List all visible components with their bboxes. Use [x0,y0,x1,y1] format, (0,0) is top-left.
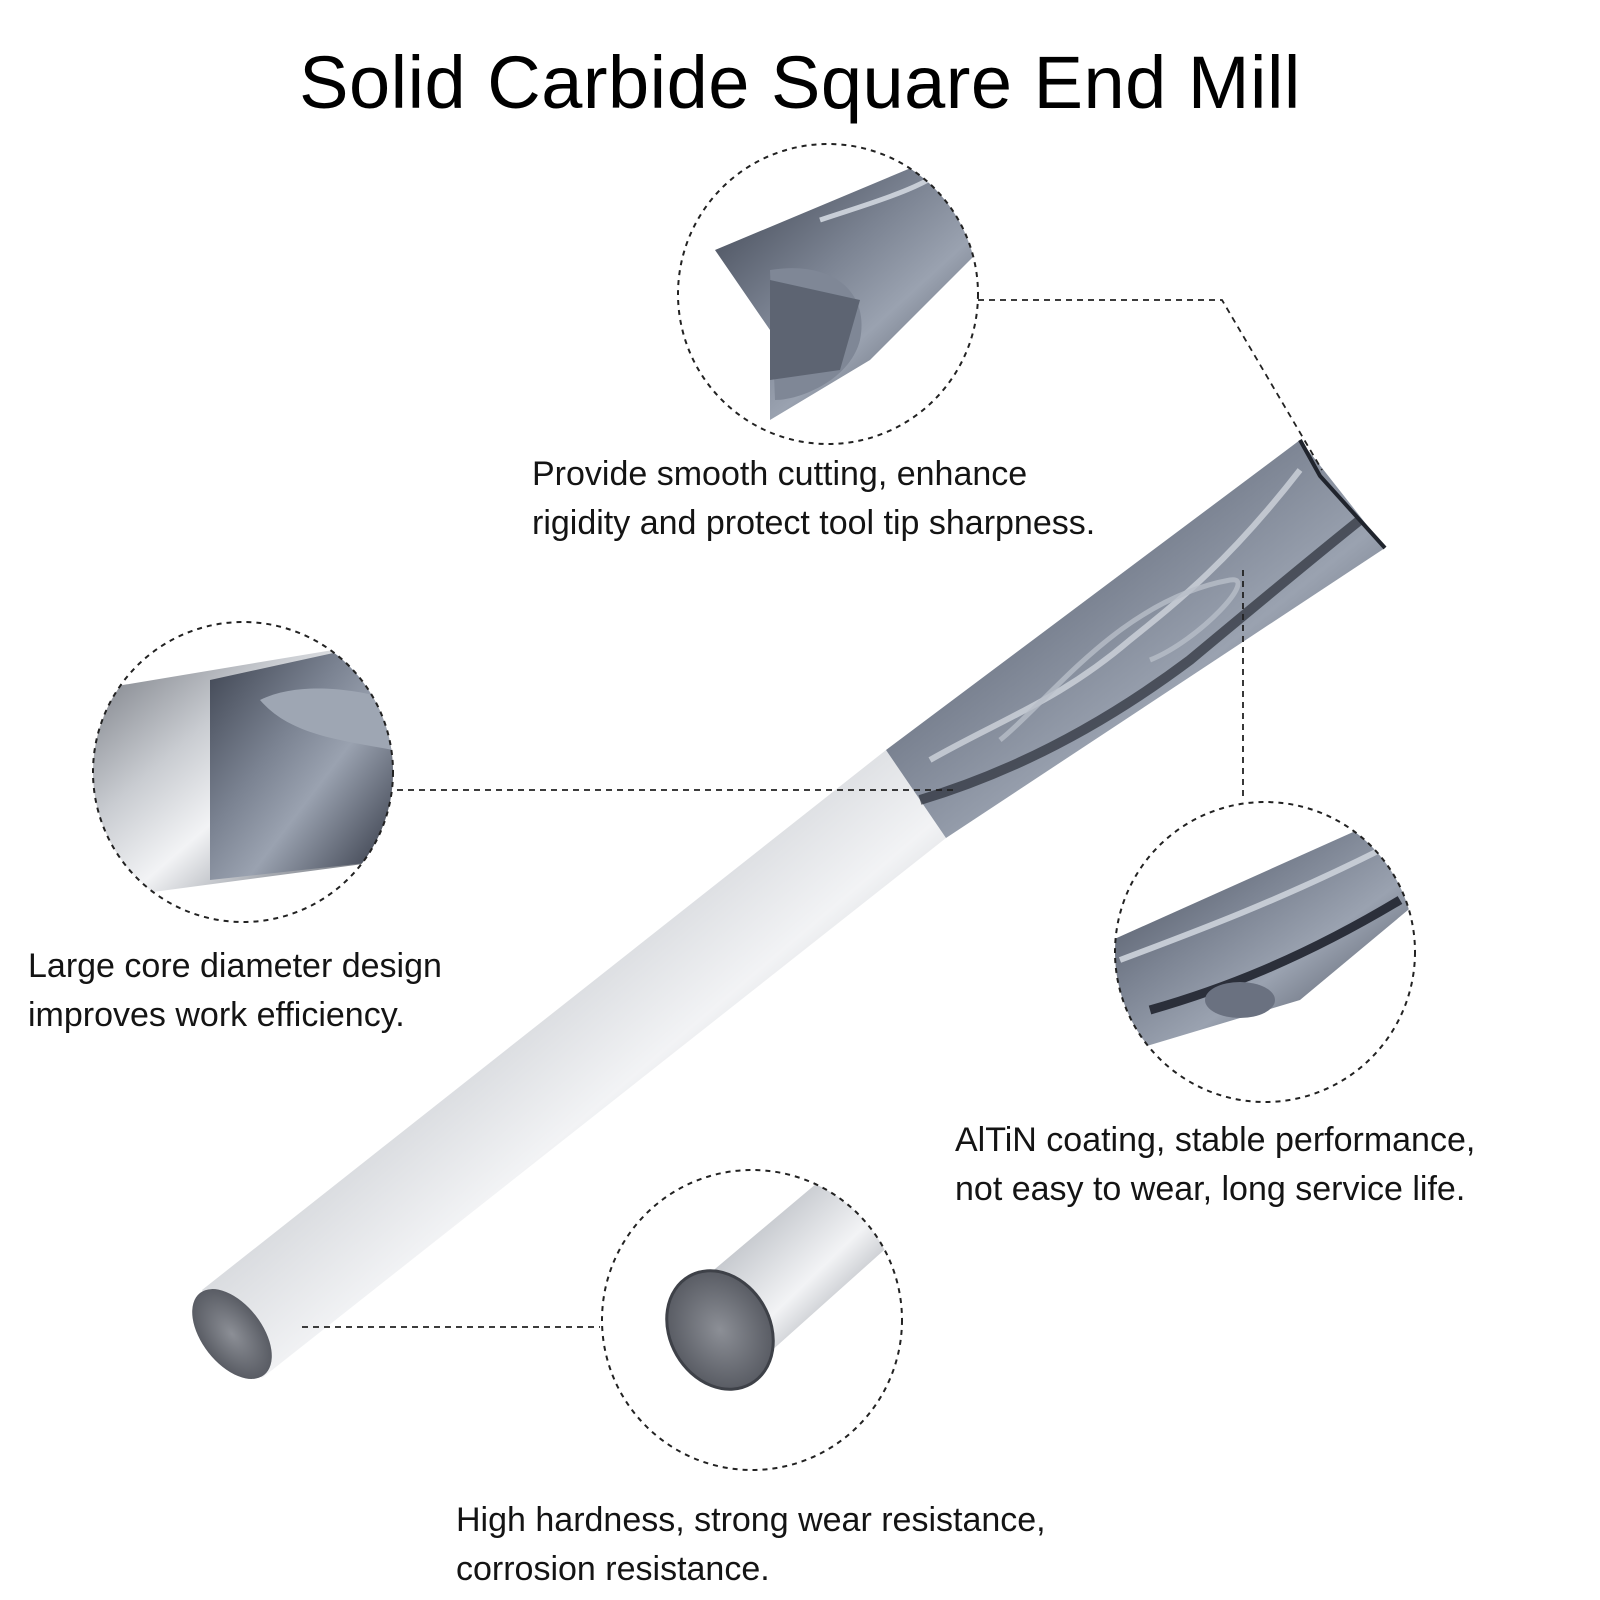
callout-coating-closeup [1114,570,1416,1103]
core-caption-line-1: Large core diameter design [28,947,442,985]
coating-caption-line-1: AlTiN coating, stable performance, [955,1121,1476,1159]
shank [202,750,946,1378]
tip-caption-line-2: rigidity and protect tool tip sharpness. [532,504,1096,542]
core-caption-line-2: improves work efficiency. [28,996,405,1034]
callout-core-closeup [92,621,955,923]
coating-caption-line-2: not easy to wear, long service life. [955,1170,1466,1208]
coating-caption: AlTiN coating, stable performance, not e… [955,1116,1475,1214]
shank-caption-line-2: corrosion resistance. [456,1550,770,1588]
tip-caption: Provide smooth cutting, enhance rigidity… [532,450,1095,548]
core-caption: Large core diameter design improves work… [28,942,442,1040]
shank-end-face [192,1289,272,1379]
tip-caption-line-1: Provide smooth cutting, enhance [532,455,1028,493]
callout-tip-closeup [677,143,1323,471]
shank-caption-line-1: High hardness, strong wear resistance, [456,1501,1046,1539]
end-mill-image [192,439,1387,1379]
shank-caption: High hardness, strong wear resistance, c… [456,1496,1046,1594]
page-title: Solid Carbide Square End Mill [299,41,1301,124]
